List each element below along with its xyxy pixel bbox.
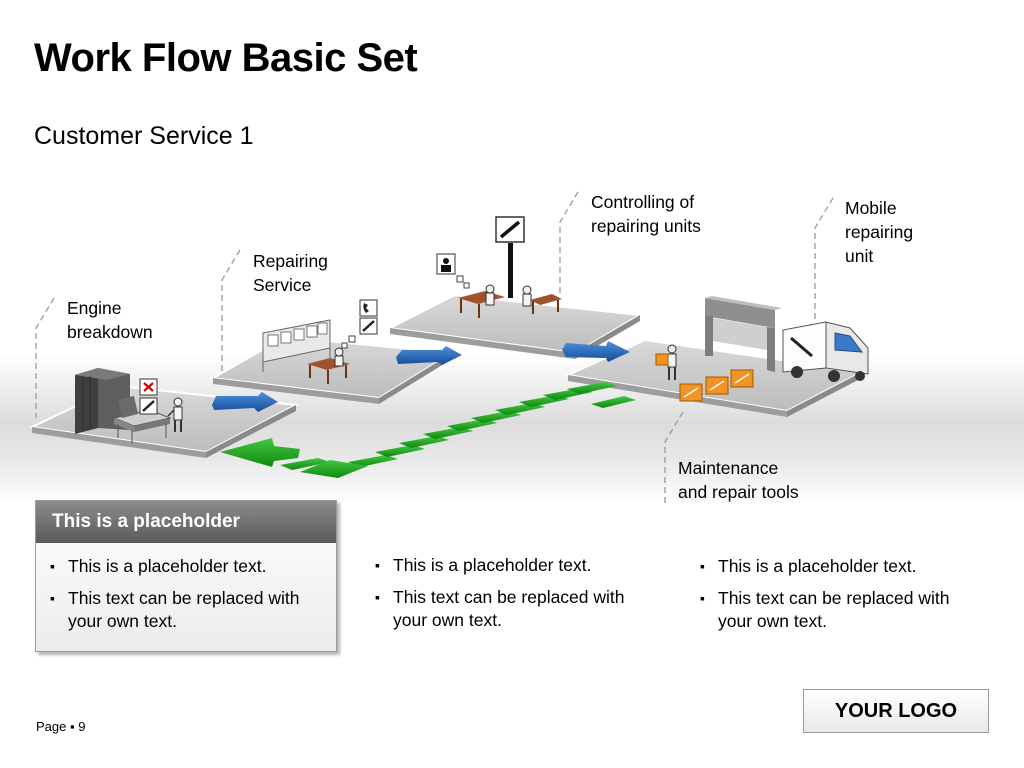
repair-shelving (262, 319, 331, 372)
leader-maintenance (664, 411, 684, 505)
page-number: Page ▪ 9 (36, 719, 86, 734)
thought-bubbles (341, 335, 356, 349)
wrench-icon (495, 216, 525, 243)
platform-repairing (209, 335, 456, 404)
green-flow-dashes (280, 382, 636, 470)
placeholder-bullets: This is a placeholder text. This text ca… (48, 555, 333, 642)
blue-arrow-1 (212, 392, 278, 412)
phone-icon (359, 299, 378, 317)
green-arrow-head (220, 438, 368, 478)
list-item: This text can be replaced with your own … (373, 586, 663, 632)
page-title: Work Flow Basic Set (34, 36, 418, 80)
leader-repairing (221, 249, 241, 372)
repair-worker (334, 347, 344, 367)
blue-arrow-3 (562, 341, 630, 362)
platform-maintenance (564, 338, 866, 417)
list-item: This text can be replaced with your own … (698, 587, 988, 633)
wrench-icon (359, 317, 378, 335)
label-mobile-unit: Mobile repairing unit (845, 198, 914, 266)
leader-lines (35, 191, 834, 505)
list-item: This is a placeholder text. (698, 555, 988, 578)
garage-door-icon (705, 296, 782, 372)
maintenance-worker (655, 344, 677, 380)
leader-engine (35, 297, 55, 418)
leader-controlling (559, 191, 579, 296)
wrench-icon (139, 397, 158, 415)
crates (679, 369, 754, 402)
list-item: This is a placeholder text. (373, 554, 663, 577)
control-desk-right (522, 285, 562, 314)
blue-arrow-2 (396, 346, 462, 365)
list-item: This text can be replaced with your own … (48, 587, 333, 633)
placeholder-box: This is a placeholder This is a placehol… (35, 500, 337, 652)
label-maintenance-tools: Maintenance and repair tools (678, 458, 799, 502)
label-repairing-service: Repairing Service (253, 251, 328, 295)
person-icon (436, 253, 456, 275)
placeholder-header: This is a placeholder (36, 501, 336, 543)
thought-bubbles (456, 275, 470, 289)
control-desk-left (458, 284, 505, 318)
logo-placeholder: YOUR LOGO (803, 689, 989, 733)
x-mark-icon (139, 378, 158, 396)
label-controlling: Controlling of repairing units (591, 192, 701, 236)
column3-bullets: This is a placeholder text. This text ca… (698, 555, 988, 642)
leader-mobile (814, 197, 834, 322)
list-item: This is a placeholder text. (48, 555, 333, 578)
page-subtitle: Customer Service 1 (34, 122, 254, 150)
truck-icon (782, 321, 869, 382)
worker-figure (167, 397, 183, 432)
column2-bullets: This is a placeholder text. This text ca… (373, 554, 663, 641)
control-pole (508, 243, 513, 298)
label-engine-breakdown: Engine breakdown (67, 298, 153, 342)
